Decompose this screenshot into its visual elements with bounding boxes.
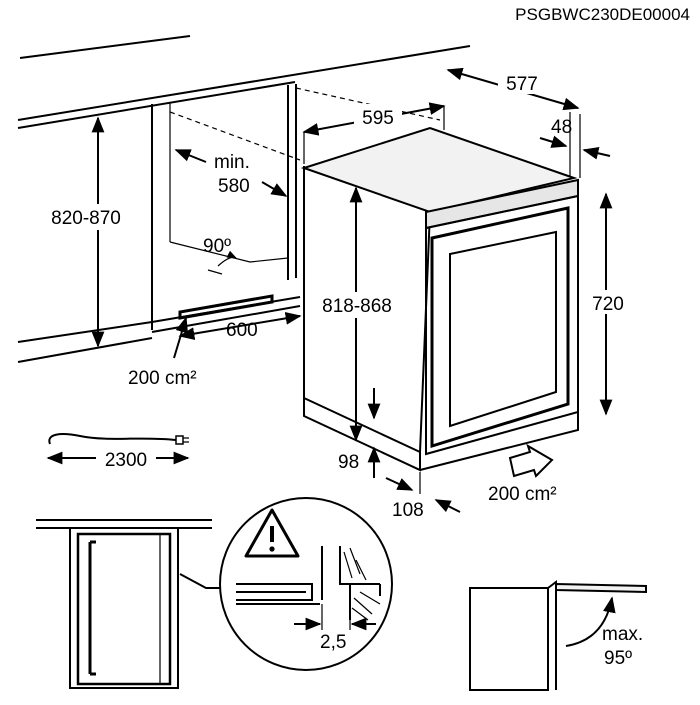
power-plug-icon (175, 435, 189, 445)
angle-marker: 90º (203, 236, 237, 275)
label-door-depth: 48 (551, 117, 572, 138)
appliance-plinth-side (303, 398, 421, 472)
label-gap: 2,5 (320, 632, 346, 653)
worktop-front-line (17, 81, 296, 129)
label-angle: 90º (203, 236, 231, 257)
open-door (555, 582, 647, 594)
opening-arc (565, 596, 616, 647)
label-niche-height: 820-870 (51, 208, 121, 229)
appliance-plinth-front (419, 412, 579, 471)
dim-width: 595 (302, 102, 446, 164)
vent-area-right: 200 cm² (488, 443, 557, 505)
dim-door-depth: 48 (539, 112, 611, 178)
appliance-top (300, 126, 578, 214)
label-appliance-height: 818-868 (322, 296, 392, 317)
door-opening: max. 95º (469, 580, 647, 691)
door-glass (449, 230, 557, 428)
warning-icon (244, 508, 300, 558)
dim-niche-height: 820-870 (30, 116, 142, 348)
cable-line (48, 433, 177, 445)
label-min-value: 580 (218, 176, 250, 197)
kitchen-niche (17, 35, 471, 363)
worktop-back-line (19, 35, 191, 59)
label-max: max. (602, 624, 643, 645)
niche-floor-back (169, 241, 289, 263)
ventilation-slot (178, 294, 274, 320)
dim-plinth-height: 98 (338, 388, 381, 478)
built-in-front (36, 519, 236, 689)
label-plinth-height: 98 (338, 452, 359, 473)
label-width: 595 (362, 108, 394, 129)
reference-code: PSGBWC230DE00004 (515, 5, 690, 24)
door-handle (88, 540, 96, 676)
label-cable-length: 2300 (105, 450, 147, 471)
floor-left-bottom (17, 337, 153, 363)
airflow-arrow-icon (508, 443, 554, 478)
appliance (300, 126, 579, 472)
cabinet-side (469, 587, 549, 691)
label-720: 720 (592, 294, 624, 315)
label-vent-area-left: 200 cm² (128, 368, 197, 389)
door-outer (430, 206, 570, 449)
dim-appliance-height: 818-868 (303, 167, 406, 442)
label-depth-600: 600 (226, 320, 258, 341)
label-total-depth: 577 (506, 74, 538, 95)
dim-720: 720 (584, 192, 632, 416)
label-min: min. (214, 152, 250, 173)
label-vent-area-right: 200 cm² (488, 484, 557, 505)
dim-depth-600: 600 (178, 312, 302, 341)
power-cable: 2300 (46, 433, 190, 471)
dim-min-depth: min. 580 (174, 149, 288, 197)
detail-circle: 2,5 (219, 497, 393, 671)
dim-plinth-depth: 108 (385, 472, 461, 521)
worktop-top-line (17, 45, 471, 121)
dim-total-depth: 577 (446, 67, 580, 111)
label-max-angle: 95º (604, 648, 632, 669)
label-plinth-depth: 108 (392, 500, 424, 521)
vent-area-left: 200 cm² (128, 316, 197, 389)
floor-left-top (17, 321, 153, 343)
door-outline (76, 532, 172, 686)
